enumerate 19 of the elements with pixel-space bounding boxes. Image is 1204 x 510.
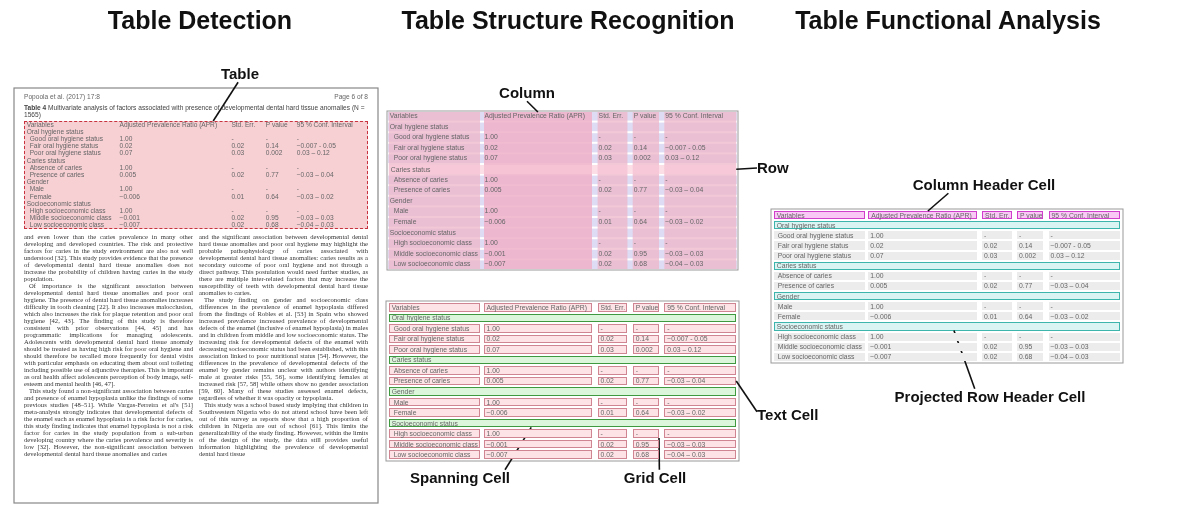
- section-title: Table Structure Recognition: [401, 6, 735, 35]
- callout-label: Text Cell: [757, 406, 819, 424]
- callout-label: Spanning Cell: [410, 469, 510, 487]
- callout-label: Row: [757, 159, 789, 177]
- leader-line: [927, 192, 950, 212]
- section-title: Table Functional Analysis: [795, 6, 1101, 35]
- leader-line: [658, 437, 661, 471]
- table-region: [24, 121, 368, 229]
- leader-line: [212, 81, 239, 122]
- callout-label: Table: [220, 65, 260, 83]
- callout-label: Column: [499, 84, 555, 102]
- callout-label: Grid Cell: [623, 469, 687, 487]
- leader-line: [526, 100, 539, 113]
- callout-label: Projected Row Header Cell: [894, 388, 1086, 406]
- section-title: Table Detection: [107, 6, 293, 35]
- leader-line: [735, 380, 758, 413]
- leader-line: [735, 167, 758, 171]
- table-column: [483, 112, 593, 269]
- callout-label: Column Header Cell: [912, 176, 1056, 194]
